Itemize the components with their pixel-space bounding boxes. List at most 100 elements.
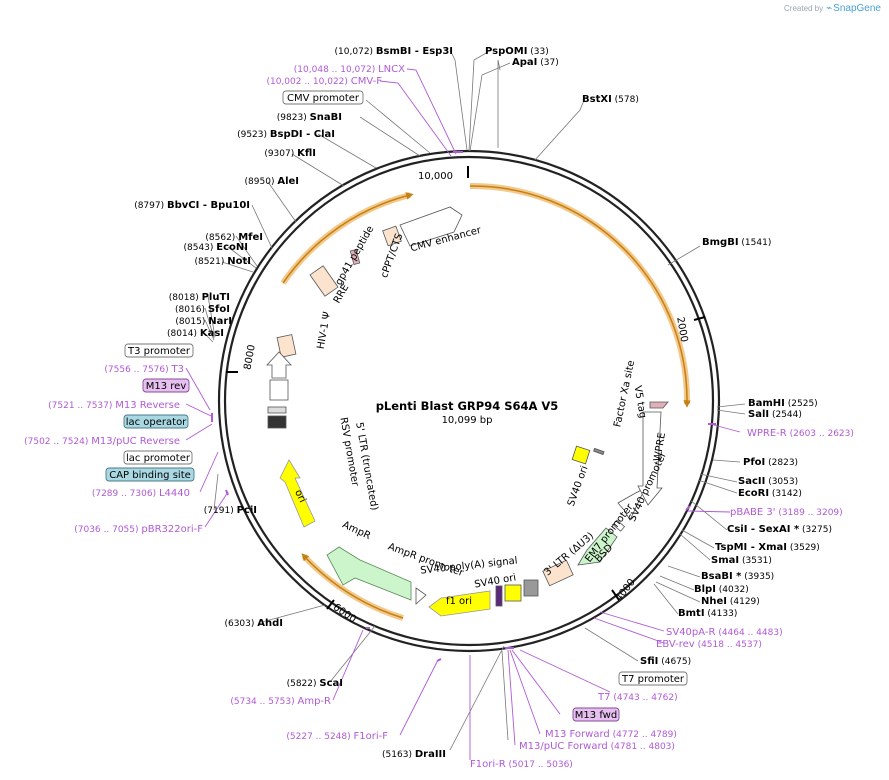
created-by-text: Created by <box>784 4 824 13</box>
enzyme-site-24: (8016) SfoI <box>175 304 230 315</box>
enzyme-site-21: (7191) PciI <box>204 505 257 516</box>
enzyme-site-31: (9307) KflI <box>264 148 316 159</box>
plasmid-name: pLenti Blast GRP94 S64A V5 <box>376 399 559 413</box>
primer-7: M13 Forward (4772 .. 4789) <box>545 729 677 740</box>
primer-12: (7036 .. 7055) pBR322ori-F <box>74 524 203 535</box>
tick-6000: 6000 <box>331 602 358 626</box>
plasmid-length: 10,099 bp <box>442 415 493 426</box>
enzyme-site-26: (8521) NotI <box>194 256 251 267</box>
sv40-polya-bar <box>495 585 503 607</box>
boxed-feature-2-box <box>142 378 190 393</box>
primer-9: F1ori-R (5017 .. 5036) <box>470 759 573 770</box>
boxed-feature-2: M13 rev <box>146 381 187 392</box>
gp41-label: gp41 peptide <box>334 224 377 287</box>
primer-4: SV40pA-R (4464 .. 4483) <box>666 627 783 638</box>
orf-arc-grp94 <box>469 182 691 405</box>
enzyme-site-17: SfiI (4675) <box>640 656 691 667</box>
boxed-feature-1-box <box>124 343 194 358</box>
snapgene-logo-text: SnapGene <box>833 3 881 14</box>
tick-4000: 4000 <box>613 577 637 604</box>
boxed-feature-0-box <box>282 90 364 105</box>
rre-box <box>309 265 339 297</box>
cppt-box <box>382 225 402 247</box>
sv40-ori-inner-box <box>571 445 591 465</box>
bsd-arrow <box>577 527 618 566</box>
enzyme-site-20: (6303) AhdI <box>224 618 283 629</box>
cppt-label: cPPT/CTS <box>379 232 405 279</box>
boxed-feature-4: lac promoter <box>126 453 191 464</box>
primer-11: (5734 .. 5753) Amp-R <box>230 696 331 707</box>
boxed-feature-4-box <box>123 450 193 465</box>
v5-tag-label: V5 tag <box>631 385 648 419</box>
tick-8000: 8000 <box>243 344 258 371</box>
enzyme-site-25: (8018) PluTI <box>169 292 230 303</box>
boxed-feature-5: CAP binding site <box>109 470 191 481</box>
enzyme-site-27: (8543) EcoNI <box>183 242 248 253</box>
ori-arrow <box>279 459 316 528</box>
enzyme-site-3: BstXI (578) <box>582 94 639 105</box>
enzyme-site-32: (9523) BspDI - ClaI <box>237 129 335 140</box>
enzyme-site-22: (8014) KasI <box>167 328 224 339</box>
boxed-feature-0: CMV promoter <box>287 93 360 104</box>
factor-xa-bar <box>593 447 605 456</box>
primer-0: (10,048 .. 10,072) LNCX <box>294 64 405 75</box>
boxed-feature-7: M13 fwd <box>575 710 617 721</box>
primer-6: T7 (4743 .. 4762) <box>597 692 678 703</box>
primer-13: (7289 .. 7306) L4440 <box>92 488 190 499</box>
ltr5-box <box>269 379 289 401</box>
enzyme-site-7: PfoI (2823) <box>743 457 798 468</box>
primer-3: pBABE 3' (3189 .. 3209) <box>730 507 843 518</box>
ampr-arrow <box>326 546 412 601</box>
inner-features <box>266 206 669 617</box>
primer-14: (7502 .. 7524) M13/pUC Reverse <box>24 436 180 447</box>
lac-lines <box>267 415 287 429</box>
enzyme-site-15: NheI (4129) <box>701 596 760 607</box>
ampr-label: AmpR <box>340 519 372 542</box>
ltr3-box <box>542 559 574 587</box>
ltr3-grey-box <box>523 579 539 597</box>
enzyme-site-10: CsiI - SexAI * (3275) <box>727 524 832 535</box>
cmv-enhancer-arrow <box>399 206 463 247</box>
v5-tag-box <box>649 401 669 409</box>
tick-10000: 10,000 <box>418 171 453 182</box>
primer-2: WPRE-R (2603 .. 2623) <box>747 428 854 439</box>
snapgene-logo-icon: ⌁ <box>826 3 833 14</box>
snapgene-brand: Created by⌁SnapGene <box>784 3 881 14</box>
rsv-box <box>267 406 287 414</box>
ltr5-arrow <box>266 351 292 379</box>
wpre-label: WPRE <box>652 432 668 463</box>
boxed-feature-3: lac operator <box>126 417 187 428</box>
enzyme-site-9: EcoRI (3142) <box>738 488 802 499</box>
enzyme-site-4: BmgBI (1541) <box>702 237 771 248</box>
primer-5: EBV-rev (4518 .. 4537) <box>656 639 762 650</box>
boxed-feature-3-box <box>123 414 189 429</box>
enzyme-site-11: TspMI - XmaI (3529) <box>715 542 820 553</box>
boxed-feature-5-box <box>105 467 195 482</box>
enzyme-site-30: (8950) AleI <box>245 176 299 187</box>
enzyme-site-14: BlpI (4032) <box>694 584 749 595</box>
enzyme-site-0: (10,072) BsmBI - Esp3I <box>335 46 453 57</box>
enzyme-site-6: SalI (2544) <box>748 409 802 420</box>
enzyme-site-23: (8015) NarI <box>175 316 232 327</box>
boxed-feature-1: T3 promoter <box>127 346 191 357</box>
primer-labels: (10,048 .. 10,072) LNCX(10,002 .. 10,022… <box>24 64 854 770</box>
orf-arcs <box>280 182 691 621</box>
ampr-promoter-arrow <box>415 587 427 605</box>
boxed-feature-7-box <box>572 707 620 722</box>
enzyme-site-5: BamHI (2525) <box>748 398 818 409</box>
ori-label: ori <box>292 488 307 504</box>
em7-bar <box>612 519 626 532</box>
enzyme-site-16: BmtI (4133) <box>678 608 737 619</box>
primer-15: (7521 .. 7537) M13 Reverse <box>48 400 180 411</box>
enzyme-site-12: SmaI (3531) <box>711 555 772 566</box>
sv40-ori-bottom-box <box>504 584 522 602</box>
primer-10: (5227 .. 5248) F1ori-F <box>286 731 388 742</box>
enzyme-site-29: (8797) BbvCI - Bpu10I <box>134 200 250 211</box>
enzyme-site-1: PspOMI (33) <box>485 46 549 57</box>
wpre-arrow <box>637 411 663 506</box>
hiv-psi-box <box>276 334 297 358</box>
boxed-feature-6-box <box>618 671 688 686</box>
enzyme-site-33: (9823) SnaBI <box>277 112 342 123</box>
enzyme-site-8: SacII (3053) <box>738 476 798 487</box>
